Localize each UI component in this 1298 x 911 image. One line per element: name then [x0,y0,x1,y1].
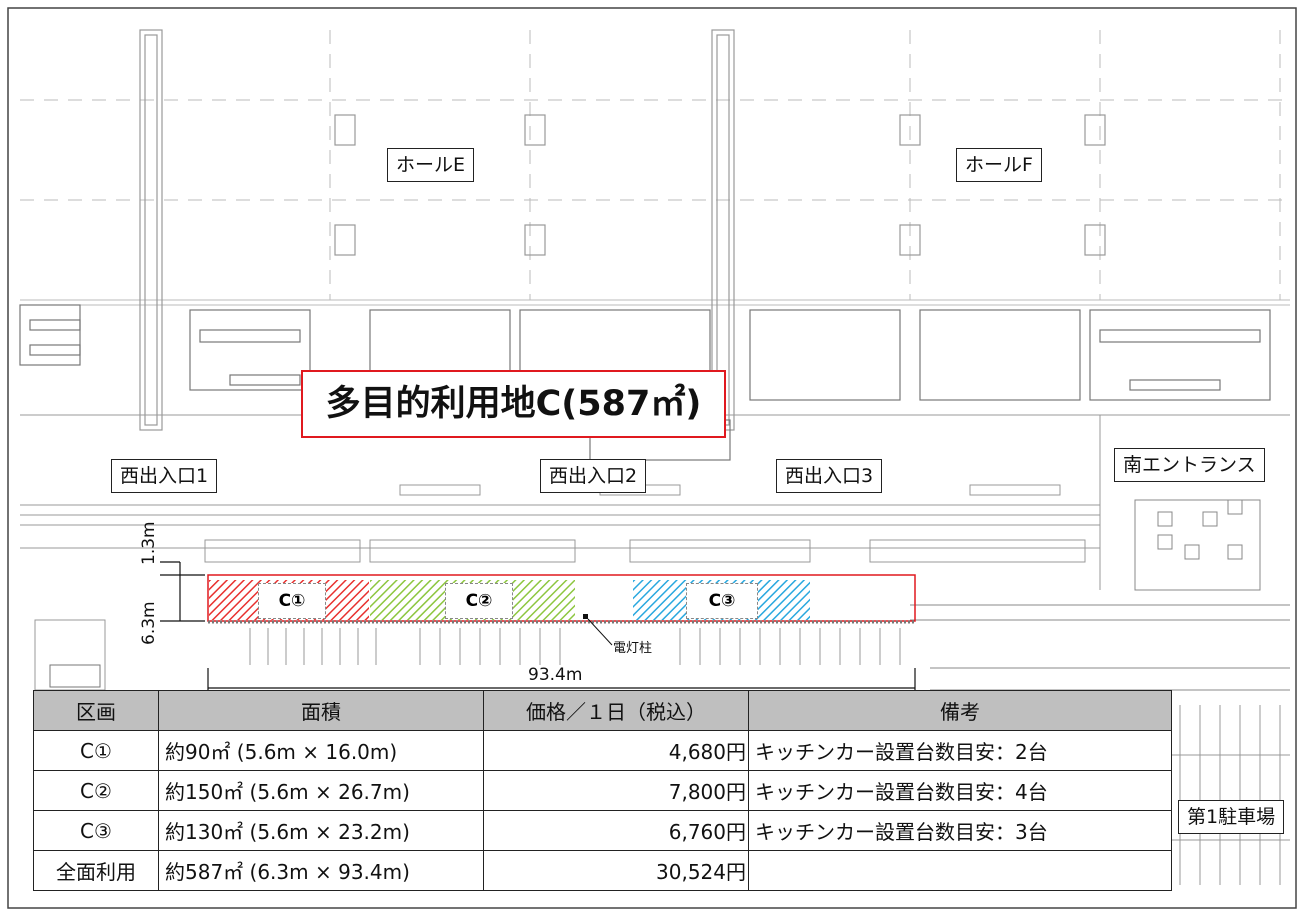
price-table: 区画 面積 価格／１日（税込） 備考 C① 約90㎡ (5.6m × 16.0m… [33,690,1172,891]
cell-area: 約130㎡ (5.6m × 23.2m) [158,810,484,851]
cell-zone: C② [33,770,159,811]
header-notes: 備考 [748,690,1172,731]
hall-e-label: ホールE [387,148,475,182]
cell-zone: C③ [33,810,159,851]
south-entrance-label: 南エントランス [1114,448,1265,482]
parking-lot-label: 第1駐車場 [1178,800,1285,834]
cell-area: 約90㎡ (5.6m × 16.0m) [158,730,484,771]
table-header-row: 区画 面積 価格／１日（税込） 備考 [33,690,1172,731]
length-dimension: 93.4m [528,665,583,685]
header-price: 価格／１日（税込） [483,690,749,731]
cell-zone: 全面利用 [33,850,159,891]
zone-c2-label: C② [445,583,513,619]
cell-notes: キッチンカー設置台数目安：4台 [748,770,1172,811]
light-pole-label: 電灯柱 [613,641,653,656]
cell-zone: C① [33,730,159,771]
table-row: C② 約150㎡ (5.6m × 26.7m) 7,800円 キッチンカー設置台… [33,770,1172,811]
west-entrance-2-label: 西出入口2 [540,459,647,493]
table-row: 全面利用 約587㎡ (6.3m × 93.4m) 30,524円 [33,850,1172,891]
zone-c3-label: C③ [686,583,758,619]
cell-price: 7,800円 [483,770,749,811]
cell-area: 約150㎡ (5.6m × 26.7m) [158,770,484,811]
zone-c1-label: C① [258,583,326,619]
hall-f-label: ホールF [956,148,1042,182]
header-area: 面積 [158,690,484,731]
width-gap-dimension: 1.3m [139,521,159,565]
cell-area: 約587㎡ (6.3m × 93.4m) [158,850,484,891]
cell-price: 30,524円 [483,850,749,891]
cell-notes: キッチンカー設置台数目安：2台 [748,730,1172,771]
table-row: C③ 約130㎡ (5.6m × 23.2m) 6,760円 キッチンカー設置台… [33,810,1172,851]
west-entrance-1-label: 西出入口1 [111,459,218,493]
cell-price: 4,680円 [483,730,749,771]
table-row: C① 約90㎡ (5.6m × 16.0m) 4,680円 キッチンカー設置台数… [33,730,1172,771]
cell-price: 6,760円 [483,810,749,851]
light-pole-marker [583,614,588,619]
width-total-dimension: 6.3m [139,601,159,645]
west-entrance-3-label: 西出入口3 [776,459,883,493]
page-title: 多目的利用地C(587㎡) [301,370,726,438]
cell-notes: キッチンカー設置台数目安：3台 [748,810,1172,851]
cell-notes [748,850,1172,891]
header-zone: 区画 [33,690,159,731]
